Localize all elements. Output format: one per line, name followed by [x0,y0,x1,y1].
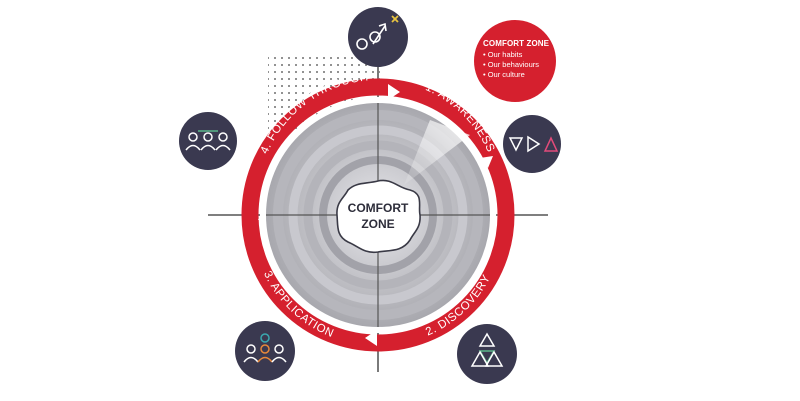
spotlight-beam [404,120,470,185]
center-label-line1: COMFORT [348,201,409,215]
center-label-line2: ZONE [361,217,394,231]
callout-item: Our culture [483,70,556,80]
callout-item: Our behaviours [483,60,556,70]
connected-people-icon [179,112,237,170]
nested-triangles-icon [457,324,517,384]
process-ring [241,78,515,352]
callout-title: COMFORT ZONE [483,39,550,48]
comfort-zone-callout: COMFORT ZONE Our habits Our behaviours O… [474,20,556,102]
triangles-progression-icon [503,115,561,173]
callout-list: Our habits Our behaviours Our culture [483,50,556,80]
direction-arrow-icon [348,7,408,67]
comfort-zone-blob [336,179,421,254]
callout-item: Our habits [483,50,556,60]
group-people-icon [235,321,295,381]
